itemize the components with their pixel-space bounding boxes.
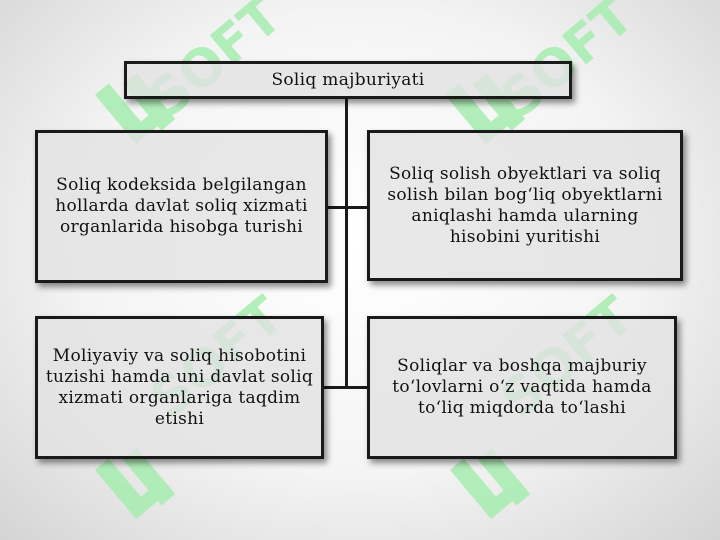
- child-node-reporting: Moliyaviy va soliq hisobotini tuzishi ha…: [35, 316, 324, 459]
- connector-vertical: [345, 99, 348, 389]
- connector-left-top: [328, 206, 346, 209]
- root-node-label: Soliq majburiyati: [271, 69, 425, 90]
- connector-left-bottom: [324, 386, 346, 389]
- child-node-label: Soliq kodeksida belgilangan hollarda dav…: [55, 175, 308, 237]
- connector-right-top: [346, 206, 368, 209]
- child-node-registration: Soliq kodeksida belgilangan hollarda dav…: [35, 130, 328, 283]
- child-node-payment: Soliqlar va boshqa majburiy to‘lovlarni …: [367, 316, 677, 459]
- child-node-label: Soliq solish obyektlari va soliq solish …: [387, 163, 663, 247]
- connector-right-bottom: [346, 386, 368, 389]
- child-node-label: Moliyaviy va soliq hisobotini tuzishi ha…: [45, 345, 314, 429]
- root-node: Soliq majburiyati: [124, 61, 572, 99]
- child-node-objects: Soliq solish obyektlari va soliq solish …: [367, 130, 683, 281]
- child-node-label: Soliqlar va boshqa majburiy to‘lovlarni …: [392, 356, 652, 418]
